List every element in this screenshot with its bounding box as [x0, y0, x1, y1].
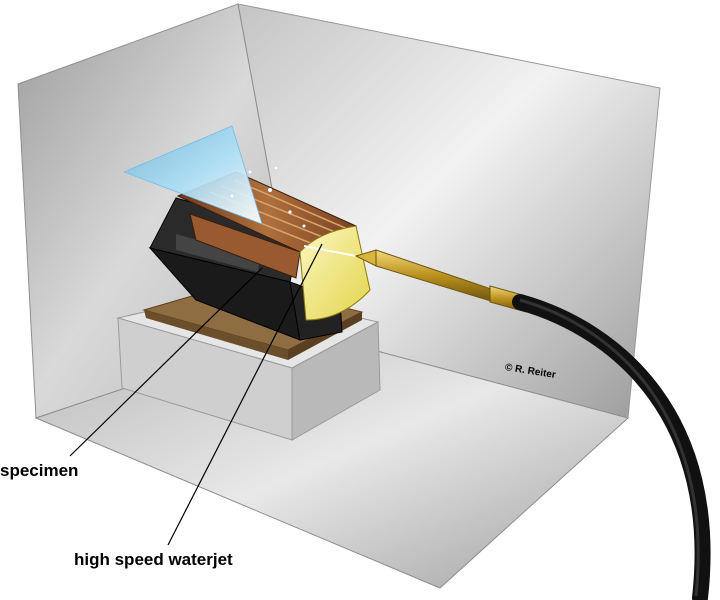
waterjet-label: high speed waterjet: [74, 550, 233, 570]
specimen-label: specimen: [0, 461, 78, 481]
